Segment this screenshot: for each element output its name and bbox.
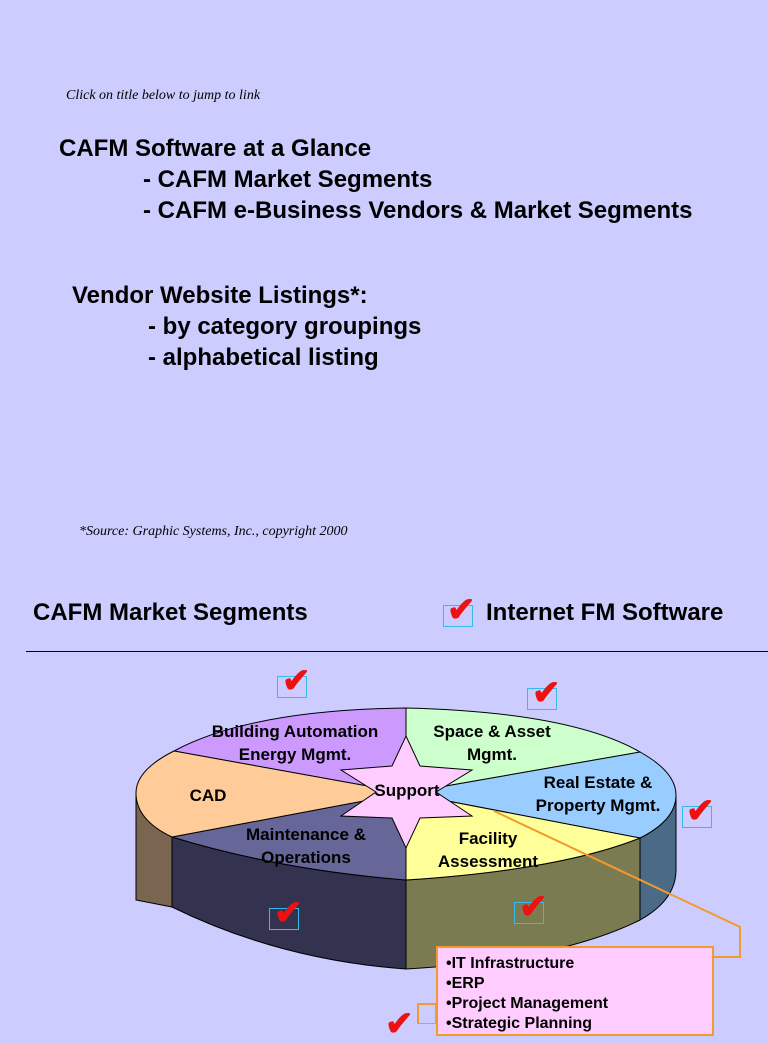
check-box-building [277, 676, 307, 698]
check-box-facility [514, 902, 544, 924]
link-alphabetical[interactable]: - alphabetical listing [148, 344, 379, 371]
link-cafm-glance[interactable]: CAFM Software at a Glance [59, 135, 372, 162]
checkmark-realestate-icon: ✔ [686, 792, 715, 830]
segment-label-facility: Facility Assessment [418, 827, 558, 873]
segment-label-maintenance-line2: Operations [261, 848, 351, 867]
slide-title: CAFM Market Segments [33, 599, 308, 626]
check-box-realestate [682, 806, 712, 828]
callout-item: •IT Infrastructure [446, 955, 575, 972]
vendor-heading: Vendor Website Listings*: [72, 282, 368, 309]
legend-check-box [443, 605, 473, 627]
segment-label-space-line1: Space & Asset [433, 722, 551, 741]
segment-label-maintenance: Maintenance & Operations [226, 823, 386, 869]
link-ebusiness-vendors[interactable]: - CAFM e-Business Vendors & Market Segme… [143, 197, 693, 224]
segment-label-maintenance-line1: Maintenance & [246, 825, 366, 844]
segment-label-facility-line1: Facility [458, 829, 518, 848]
checkmark-building-icon: ✔ [282, 662, 311, 700]
link-by-category[interactable]: - by category groupings [148, 313, 422, 340]
callout-item: •Project Management [446, 995, 609, 1012]
checkmark-maintenance-icon: ✔ [274, 894, 303, 932]
segment-label-support: Support [374, 781, 440, 800]
check-box-space [527, 688, 557, 710]
segment-label-cad: CAD [189, 786, 227, 805]
checkmark-space-icon: ✔ [532, 674, 561, 712]
segment-label-building: Building Automation Energy Mgmt. [195, 720, 395, 766]
callout-connector-box [417, 1003, 437, 1024]
legend-checkmark-icon: ✔ [447, 591, 476, 629]
support-star [339, 734, 474, 850]
pie-slice-cad [135, 750, 407, 838]
segment-label-building-line2: Energy Mgmt. [238, 745, 352, 764]
divider-line [26, 651, 768, 652]
legend-label: Internet FM Software [486, 599, 724, 626]
segment-label-space: Space & Asset Mgmt. [412, 720, 572, 766]
pie-slice-realestate [405, 751, 677, 839]
segment-label-facility-line2: Assessment [437, 852, 539, 871]
segment-label-realestate-line2: Property Mgmt. [535, 796, 661, 815]
segment-label-building-line1: Building Automation [211, 722, 379, 741]
segment-label-realestate: Real Estate & Property Mgmt. [518, 771, 678, 817]
segment-label-space-line2: Mgmt. [466, 745, 518, 764]
checkmark-facility-icon: ✔ [519, 888, 548, 926]
checkmark-partial-icon: ✔ [385, 1005, 414, 1043]
callout-item: •Strategic Planning [446, 1015, 593, 1032]
check-box-maintenance [269, 908, 299, 930]
callout-item: •ERP [446, 975, 485, 992]
segment-label-realestate-line1: Real Estate & [543, 773, 653, 792]
callout-connector [493, 810, 741, 958]
source-note: *Source: Graphic Systems, Inc., copyrigh… [79, 524, 348, 539]
link-market-segments[interactable]: - CAFM Market Segments [143, 166, 433, 193]
support-callout-box: •IT Infrastructure •ERP •Project Managem… [436, 946, 714, 1036]
jump-hint: Click on title below to jump to link [66, 88, 261, 103]
